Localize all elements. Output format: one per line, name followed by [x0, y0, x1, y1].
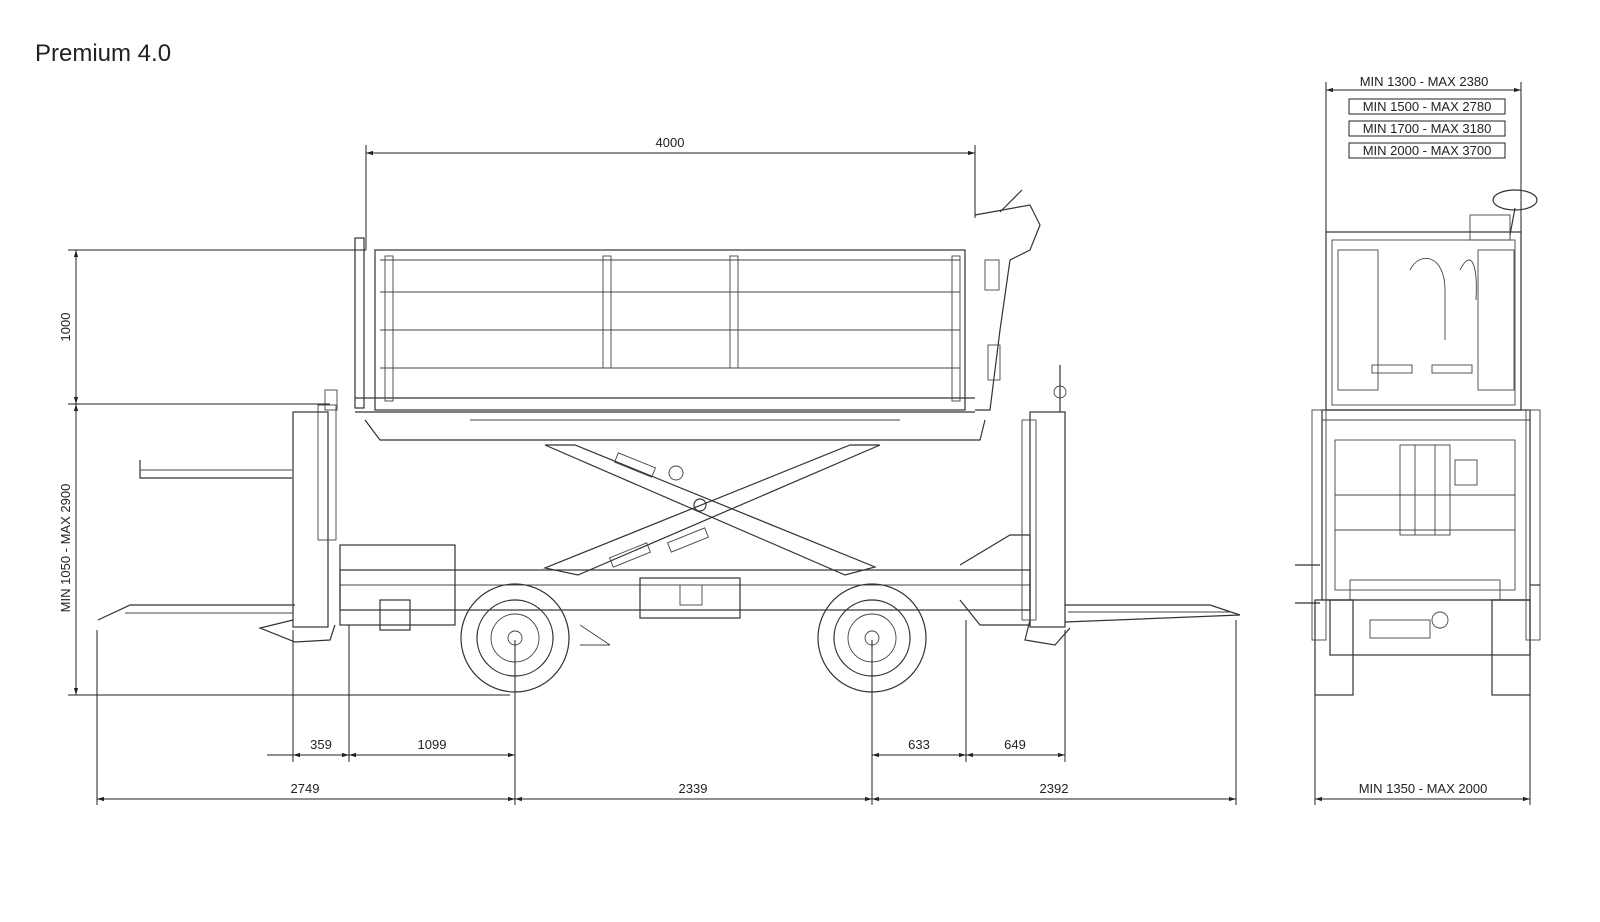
- dim-platform-length: 4000: [656, 135, 685, 150]
- dim-platform-width-3: MIN 1700 - MAX 3180: [1363, 121, 1492, 136]
- dim-track-width: MIN 1350 - MAX 2000: [1359, 781, 1488, 796]
- right-stabilizer: [1021, 365, 1241, 646]
- dim-sub-3: 633: [908, 737, 930, 752]
- platform: [354, 237, 986, 441]
- dim-platform-width-2: MIN 1500 - MAX 2780: [1363, 99, 1492, 114]
- chassis: [339, 534, 1031, 646]
- front-dimensions: MIN 1300 - MAX 2380 MIN 1500 - MAX 2780 …: [1314, 74, 1531, 805]
- dim-sub-4: 649: [1004, 737, 1026, 752]
- side-view: [97, 189, 1241, 693]
- dim-sub-1: 359: [310, 737, 332, 752]
- dim-main-2: 2339: [679, 781, 708, 796]
- dim-main-3: 2392: [1040, 781, 1069, 796]
- dim-railing-height: 1000: [58, 313, 73, 342]
- left-stabilizer: [97, 389, 338, 643]
- control-box: [974, 189, 1041, 411]
- side-dimensions: 4000 1000 MIN 1050 - MAX 2900 359 1099 6…: [58, 135, 1237, 805]
- dim-platform-width-4: MIN 2000 - MAX 3700: [1363, 143, 1492, 158]
- dim-platform-height: MIN 1050 - MAX 2900: [58, 484, 73, 613]
- dim-platform-width-1: MIN 1300 - MAX 2380: [1360, 74, 1489, 89]
- dim-main-1: 2749: [291, 781, 320, 796]
- drawing-title: Premium 4.0: [35, 40, 172, 67]
- scissor-mechanism: [542, 444, 881, 576]
- dim-sub-2: 1099: [418, 737, 447, 752]
- front-view: [1295, 189, 1541, 696]
